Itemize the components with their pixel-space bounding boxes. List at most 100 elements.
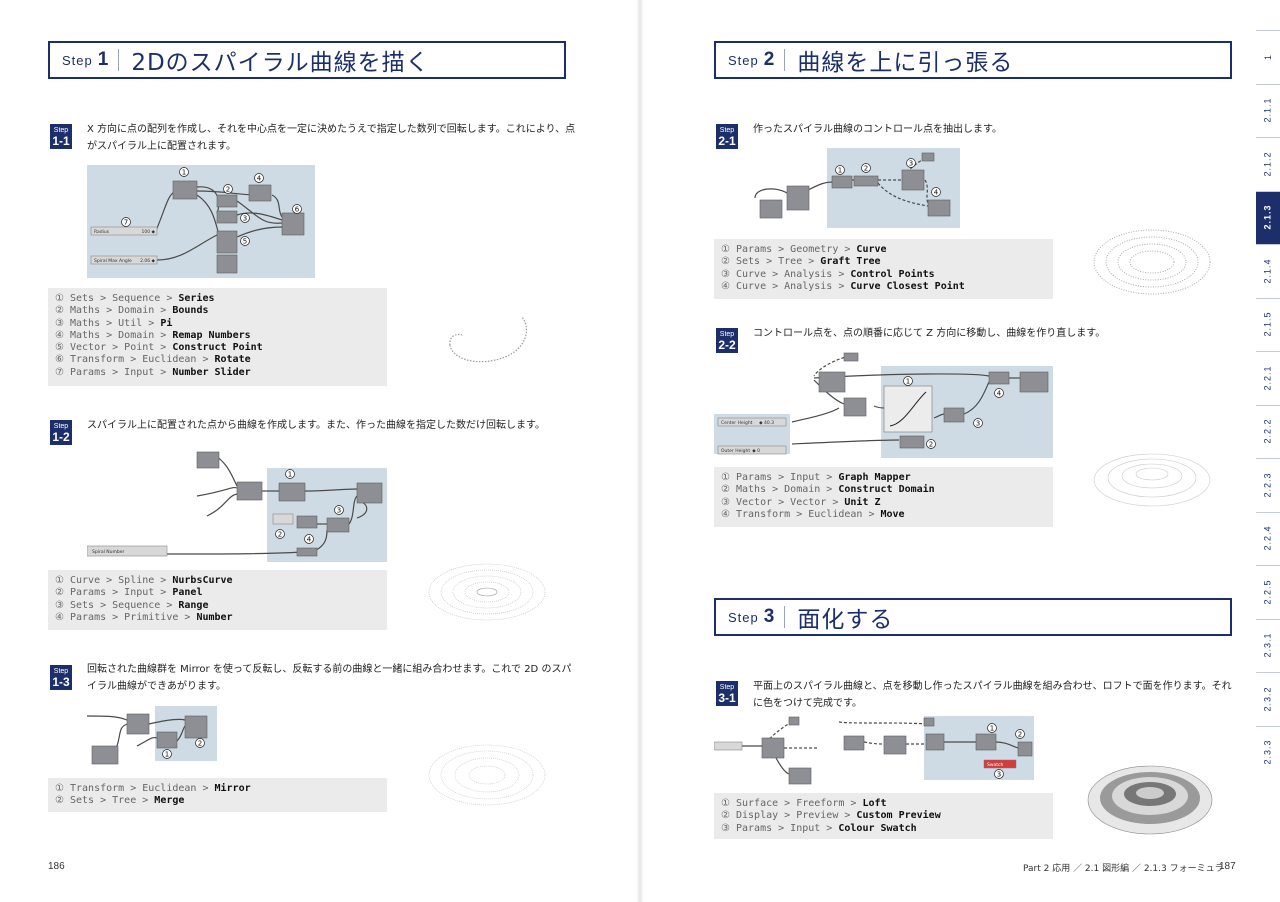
svg-text:1: 1	[288, 471, 292, 479]
spiral-number-slider[interactable]	[87, 545, 168, 557]
step-2-1-node-diagram: 1 2 3 4	[754, 148, 960, 228]
spiral-number-slider-label: Spiral Number	[92, 549, 124, 555]
svg-text:7: 7	[124, 219, 128, 227]
index-tab[interactable]: 2.1.1	[1256, 84, 1280, 138]
index-tab-divider	[1256, 244, 1280, 245]
code-line: ② Params > Input > Panel	[55, 587, 203, 599]
index-tab[interactable]: 2.3.3	[1256, 726, 1280, 780]
code-line: ④ Maths > Domain > Remap Numbers	[55, 329, 251, 341]
step3-word: Step	[728, 609, 759, 625]
step-1-3-node-diagram: 1 2	[87, 706, 217, 765]
step2-header: Step 2 曲線を上に引っ張る	[714, 41, 1232, 79]
index-tab[interactable]: 2.2.5	[1256, 565, 1280, 619]
step3-header: Step 3 面化する	[714, 598, 1232, 636]
index-tab[interactable]: 2.2.2	[1256, 405, 1280, 459]
code-line: ⑥ Transform > Euclidean > Rotate	[55, 354, 251, 366]
code-line: ④ Transform > Euclidean > Move	[721, 508, 905, 520]
index-tab-label: 2.1.1	[1263, 97, 1273, 123]
step-1-1-node-diagram: Radius Spiral Max Angle 100 ◆ 2.06 ◆ 1 2…	[87, 165, 315, 278]
code-line: ① Params > Input > Graph Mapper	[721, 472, 911, 483]
index-tab-label: 2.2.1	[1263, 365, 1273, 391]
index-tab[interactable]: 2.1.5	[1256, 298, 1280, 352]
index-tab-label: 2.3.1	[1263, 632, 1273, 658]
center-height-slider[interactable]	[717, 417, 787, 427]
step-2-2-component-list: ① Params > Input > Graph Mapper ② Maths …	[714, 467, 1053, 527]
center-height-label: Center Height	[721, 420, 753, 426]
index-tab[interactable]: 1	[1256, 30, 1280, 84]
code-line: ① Transform > Euclidean > Mirror	[55, 783, 251, 794]
badge-number: 2-2	[718, 338, 736, 352]
code-line: ② Display > Preview > Custom Preview	[721, 810, 941, 822]
outer-height-slider[interactable]	[717, 445, 787, 455]
index-tab[interactable]: 2.2.3	[1256, 458, 1280, 512]
svg-text:4: 4	[997, 390, 1002, 398]
svg-text:5: 5	[243, 238, 247, 246]
index-tab[interactable]: 2.1.2	[1256, 137, 1280, 191]
book-gutter	[636, 0, 644, 902]
radius-slider[interactable]	[90, 226, 158, 236]
spiral-max-angle-slider[interactable]	[90, 255, 158, 265]
badge-number: 2-1	[718, 134, 736, 148]
step3-separator	[784, 606, 786, 628]
lifted-curves-preview	[1093, 453, 1211, 507]
index-tab-label: 2.2.2	[1263, 418, 1273, 444]
svg-text:1: 1	[165, 751, 169, 759]
svg-text:1: 1	[182, 169, 186, 177]
spiral-max-angle-slider-label: Spiral Max Angle	[94, 258, 132, 264]
index-tab[interactable]: 2.1.4	[1256, 244, 1280, 298]
step-1-2-node-diagram: Spiral Number 1 2 3 4	[87, 451, 387, 562]
page-number-right: 187	[1219, 861, 1236, 872]
step1-number: 1	[97, 49, 109, 70]
radius-slider-value: 100 ◆	[142, 229, 156, 235]
index-tab-divider	[1256, 30, 1280, 31]
step-3-1-description: 平面上のスパイラル曲線と、点を移動し作ったスパイラル曲線を組み合わせ、ロフトで面…	[753, 681, 1232, 709]
colour-swatch[interactable]	[983, 759, 1017, 769]
index-tab-divider	[1256, 404, 1280, 406]
code-line: ③ Vector > Vector > Unit Z	[721, 496, 881, 508]
step-1-3-component-list: ① Transform > Euclidean > Mirror ② Sets …	[48, 778, 387, 812]
step-1-1-component-list: ① Sets > Sequence > Series ② Maths > Dom…	[48, 288, 387, 386]
code-line: ③ Curve > Analysis > Control Points	[721, 268, 935, 280]
radius-slider-label: Radius	[94, 229, 110, 235]
step-1-2-component-list: ① Curve > Spline > NurbsCurve ② Params >…	[48, 570, 387, 630]
step1-title: 2Dのスパイラル曲線を描く	[131, 50, 430, 76]
control-points-preview	[1093, 229, 1211, 295]
index-tab[interactable]: 2.1.3	[1256, 190, 1280, 244]
index-tab[interactable]: 2.3.1	[1256, 619, 1280, 673]
index-tab[interactable]: 2.3.2	[1256, 672, 1280, 726]
svg-text:6: 6	[295, 206, 300, 214]
index-tab-label: 2.1.2	[1263, 151, 1273, 177]
svg-text:2: 2	[198, 740, 202, 748]
index-tab-label: 2.1.5	[1263, 311, 1273, 337]
index-tab-divider	[1256, 297, 1280, 299]
code-line: ① Curve > Spline > NurbsCurve	[55, 575, 233, 586]
step1-word: Step	[62, 52, 93, 68]
svg-text:4: 4	[257, 175, 262, 183]
step-3-1-node-diagram: Swatch 1 2 3	[714, 716, 1034, 785]
step3-number: 3	[763, 606, 775, 627]
badge-word: Step	[719, 127, 735, 134]
code-line: ③ Params > Input > Colour Swatch	[721, 822, 917, 834]
page-number-left: 186	[48, 861, 65, 872]
index-tab[interactable]: 2.2.1	[1256, 351, 1280, 405]
step-1-2-description: スパイラル上に配置された点から曲線を作成します。また、作った曲線を指定した数だけ…	[87, 420, 545, 431]
code-line: ② Sets > Tree > Merge	[55, 795, 185, 807]
mirrored-spirals-preview	[428, 744, 546, 806]
svg-text:3: 3	[337, 507, 341, 515]
index-tab-divider	[1256, 190, 1280, 192]
svg-text:3: 3	[976, 420, 980, 428]
index-tab-divider	[1256, 672, 1280, 673]
index-tab[interactable]: 2.2.4	[1256, 512, 1280, 566]
code-line: ⑤ Vector > Point > Construct Point	[55, 342, 263, 354]
index-tab-divider	[1256, 725, 1280, 727]
badge-word: Step	[53, 668, 69, 675]
badge-number: 1-2	[52, 430, 70, 444]
index-tab-divider	[1256, 458, 1280, 459]
step-3-1-component-list: ① Surface > Freeform > Loft ② Display > …	[714, 793, 1053, 839]
index-tab-divider	[1256, 83, 1280, 85]
code-line: ④ Params > Primitive > Number	[55, 611, 233, 623]
spiral-points-preview	[449, 316, 527, 363]
code-line: ④ Curve > Analysis > Curve Closest Point	[721, 280, 965, 292]
index-tab-label: 1	[1262, 53, 1273, 60]
svg-text:4: 4	[307, 536, 312, 544]
